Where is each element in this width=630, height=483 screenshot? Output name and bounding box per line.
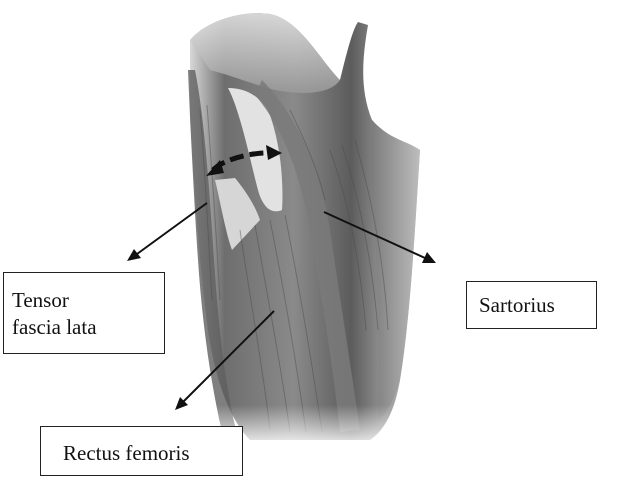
tensor-fascia-lata-label: Tensor fascia lata (3, 272, 165, 354)
tensor-label-line1: Tensor (12, 287, 156, 314)
rectus-label-text: Rectus femoris (63, 440, 234, 467)
pointer-arrow-tensor (127, 203, 207, 261)
tensor-label-line2: fascia lata (12, 314, 156, 341)
sartorius-label-text: Sartorius (479, 292, 588, 319)
sartorius-label: Sartorius (466, 281, 597, 329)
rectus-femoris-label: Rectus femoris (40, 426, 243, 476)
